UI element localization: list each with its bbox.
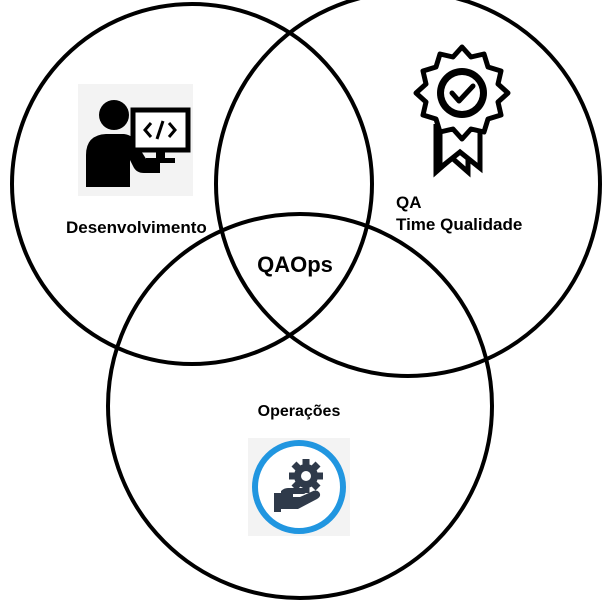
circle-operacoes	[106, 212, 494, 600]
label-desenvolvimento: Desenvolvimento	[66, 218, 207, 237]
label-qa: QA	[396, 193, 422, 212]
circle-qa	[214, 0, 602, 378]
label-operacoes: Operações	[258, 403, 341, 420]
quality-award-badge-icon	[413, 44, 511, 178]
circle-desenvolvimento	[10, 2, 374, 366]
hand-gear-icon	[248, 438, 350, 536]
label-qaops: QAOps	[257, 252, 333, 277]
label-time-qualidade: Time Qualidade	[396, 215, 522, 234]
developer-at-computer-icon	[78, 84, 193, 196]
